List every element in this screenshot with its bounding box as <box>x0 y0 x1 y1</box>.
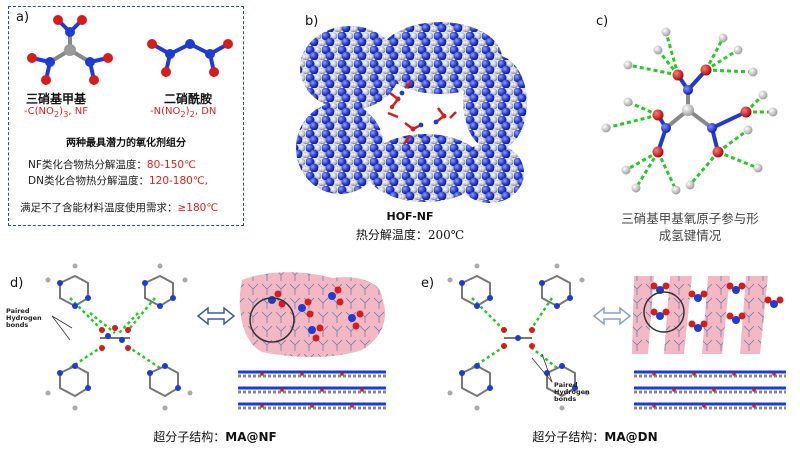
nf-temp-value: 80-150℃ <box>146 159 196 171</box>
panel-c-caption-line1: 三硝基甲基氧原子参与形 <box>621 211 759 226</box>
panel-e-annotation-line: Paired <box>554 381 578 389</box>
hydrogen-bond-structure <box>601 27 778 195</box>
panel-e-annotation: Paired Hydrogen bonds <box>554 382 590 403</box>
panel-e-label: e) <box>421 276 435 291</box>
nf-temp-row: NF类化合物热分解温度：80-150℃ <box>28 157 196 172</box>
panel-e-caption-prefix: 超分子结构： <box>532 430 605 444</box>
nf-formula: -C(NO2)3, NF <box>24 106 88 119</box>
requirement-value: ≥180℃ <box>177 202 219 214</box>
nf-formula-sub: 2 <box>53 109 60 119</box>
dn-formula-part: , DN <box>194 106 217 117</box>
requirement-row: 满足不了含能材料温度使用需求：≥180℃ <box>20 200 218 215</box>
dn-name: 二硝酰胺 <box>164 92 213 106</box>
panel-a-box <box>8 6 244 226</box>
panel-d-caption-value: MA@NF <box>225 430 277 444</box>
hof-nf-title: HOF-NF <box>386 210 434 223</box>
double-arrow-icon <box>196 306 236 326</box>
panel-a-label: a) <box>16 10 30 25</box>
panel-d-caption-prefix: 超分子结构： <box>153 430 226 444</box>
dn-temp-label: DN类化合物热分解温度： <box>28 175 149 187</box>
panel-d-annotation-line: Paired <box>6 307 30 315</box>
nf-formula-part: -C(NO <box>24 106 54 117</box>
nf-molecule <box>27 15 113 85</box>
dn-formula: -N(NO2)2, DN <box>150 106 216 119</box>
double-arrow-icon <box>592 306 632 326</box>
panel-c-label: c) <box>596 14 609 29</box>
dn-formula-sub: 2 <box>180 109 186 119</box>
dn-molecule <box>147 39 233 77</box>
dn-formula-part: ) <box>185 106 190 117</box>
ma-nf-crystal-image <box>238 272 386 410</box>
requirement-label: 满足不了含能材料温度使用需求： <box>20 202 178 214</box>
panel-d-label: d) <box>10 276 24 291</box>
panel-d-caption: 超分子结构：MA@NF <box>90 428 340 445</box>
dn-formula-sub: 2 <box>189 109 195 119</box>
nf-formula-part: , NF <box>68 106 88 117</box>
panel-d-annotation: Paired Hydrogen bonds <box>6 308 42 329</box>
panel-e-caption-value: MA@DN <box>604 430 658 444</box>
dn-temp-row: DN类化合物热分解温度：120-180℃, <box>28 173 208 188</box>
panel-e-caption: 超分子结构：MA@DN <box>470 428 720 445</box>
hof-nf-crystal-image <box>296 22 527 203</box>
ma-nf-hbond-network <box>45 263 193 411</box>
nf-name: 三硝基甲基 <box>26 92 87 106</box>
panel-b-label: b) <box>305 14 319 29</box>
nf-formula-sub: 3 <box>63 109 69 119</box>
nf-temp-label: NF类化合物热分解温度： <box>28 159 147 171</box>
dn-temp-value: 120-180℃, <box>148 175 208 187</box>
panel-c-caption-line2: 成氢键情况 <box>658 228 722 243</box>
panel-a-heading: 两种最具潜力的氧化剂组分 <box>66 138 186 149</box>
panel-d-annotation-line: Hydrogen <box>6 314 42 322</box>
ma-dn-hbond-network <box>447 263 590 411</box>
panel-e-annotation-line: Hydrogen <box>554 388 590 396</box>
nf-formula-part: ) <box>59 106 64 117</box>
ma-dn-crystal-image <box>632 276 786 410</box>
hof-nf-subtitle: 热分解温度：200℃ <box>355 228 465 242</box>
panel-e-annotation-line: bonds <box>554 395 577 403</box>
dn-formula-part: -N(NO <box>150 106 181 117</box>
panel-d-annotation-line: bonds <box>6 321 29 329</box>
